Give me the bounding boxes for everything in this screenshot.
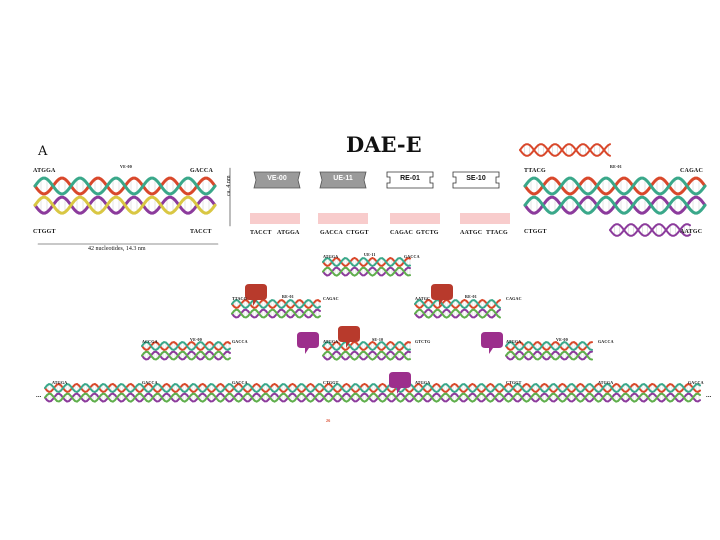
diagram-title: DAE-E [346,132,422,157]
row3b-right-seq: GTCTG [415,339,430,344]
tile-ve-00-right-seq: ATGGA [277,230,300,236]
tile-se-10-left-seq: AATGC [460,230,482,236]
row2a-name: RE-01 [282,294,294,299]
row3a-name: VE-00 [190,337,202,342]
tile-re-01: RE-01 [385,171,435,189]
row2a-right-seq: CAGAC [323,296,339,301]
row3a-right-seq: GACCA [232,339,248,344]
row3c-name: VE-00 [556,337,568,342]
row1-right-seq: GACCA [404,254,420,259]
tile-ve-00: VE-00 [252,171,302,189]
tr-right-top-seq: CAGAC [680,168,703,174]
tile-se-10-right-seq: TTACG [486,230,508,236]
tl-right-top-seq: GACCA [190,168,213,174]
tile-re-01-label: RE-01 [385,175,435,182]
tl-molecule-name: VE-00 [120,164,132,169]
tl-left-bottom-seq: CTGGT [33,229,56,235]
row4-seq-2: GACCA [142,380,158,385]
row2b-right-seq: CAGAC [506,296,522,301]
length-annotation: 42 nucleotides, 14.3 nm [88,246,146,252]
marker-purple-2 [481,332,503,354]
row2a-left-seq: TTACG [232,296,247,301]
tr-molecule-name: RE-01 [610,164,622,169]
panel-label: A [38,144,47,159]
row4-seq-3: GACCA [232,380,248,385]
row4-seq-5: ATGGA [415,380,430,385]
row3b-left-seq: ATGGA [323,339,338,344]
tile-ve-00-left-seq: TACCT [250,230,272,236]
row3a-left-seq: ACCGA [142,339,158,344]
tr-overhang-bottom-strand-a [610,224,690,236]
tl-molecule-top-strand-b [35,178,215,194]
tile-re-01-right-seq: GTCTG [416,230,439,236]
tr-molecule-bottom-strand-b [525,197,705,213]
tile-se-10-label: SE-10 [451,175,501,182]
row4-seq-1: ATGGA [52,380,67,385]
row4-seq-8: GACCA [688,380,704,385]
sticky-end-ue-11 [318,213,368,224]
sticky-end-re-01 [390,213,440,224]
row4-seq-4: CTGGT [323,380,338,385]
row4-seq-6: CTGGT [506,380,521,385]
row2b-left-seq: AATGC [415,296,430,301]
tile-ue-11-label: UE-11 [318,175,368,182]
row3b-name: SE-10 [372,337,383,342]
ellipsis-right: ... [706,392,711,399]
row2b-name: RE-01 [465,294,477,299]
tl-molecule-bottom-strand-b [35,197,215,213]
footnote: 26 [326,418,330,423]
tr-left-top-seq: TTACG [524,168,546,174]
tr-left-bottom-seq: CTGGT [524,229,547,235]
row1-left-seq: ATGGA [323,254,338,259]
tl-left-top-seq: ATGGA [33,168,56,174]
tile-se-10: SE-10 [451,171,501,189]
tile-ue-11-right-seq: CTGGT [346,230,369,236]
row1-name: UE-11 [364,252,376,257]
marker-purple-1 [297,332,319,354]
tl-right-bottom-seq: TACCT [190,229,212,235]
tr-right-bottom-seq: AATGC [680,229,702,235]
row3c-right-seq: GACCA [598,339,614,344]
ellipsis-left: ... [36,392,41,399]
row3c-left-seq: ATGGA [506,339,521,344]
tile-ve-00-label: VE-00 [252,175,302,182]
tile-re-01-left-seq: CAGAC [390,230,413,236]
tile-ue-11-left-seq: GACCA [320,230,343,236]
tile-ue-11: UE-11 [318,171,368,189]
sticky-end-ve-00 [250,213,300,224]
height-annotation: ca. 4 nm [226,176,232,197]
row4-seq-7: ATGGA [598,380,613,385]
tr-molecule-top-strand-b [525,178,705,194]
tr-overhang-bottom-strand-b [610,224,690,236]
sticky-end-se-10 [460,213,510,224]
